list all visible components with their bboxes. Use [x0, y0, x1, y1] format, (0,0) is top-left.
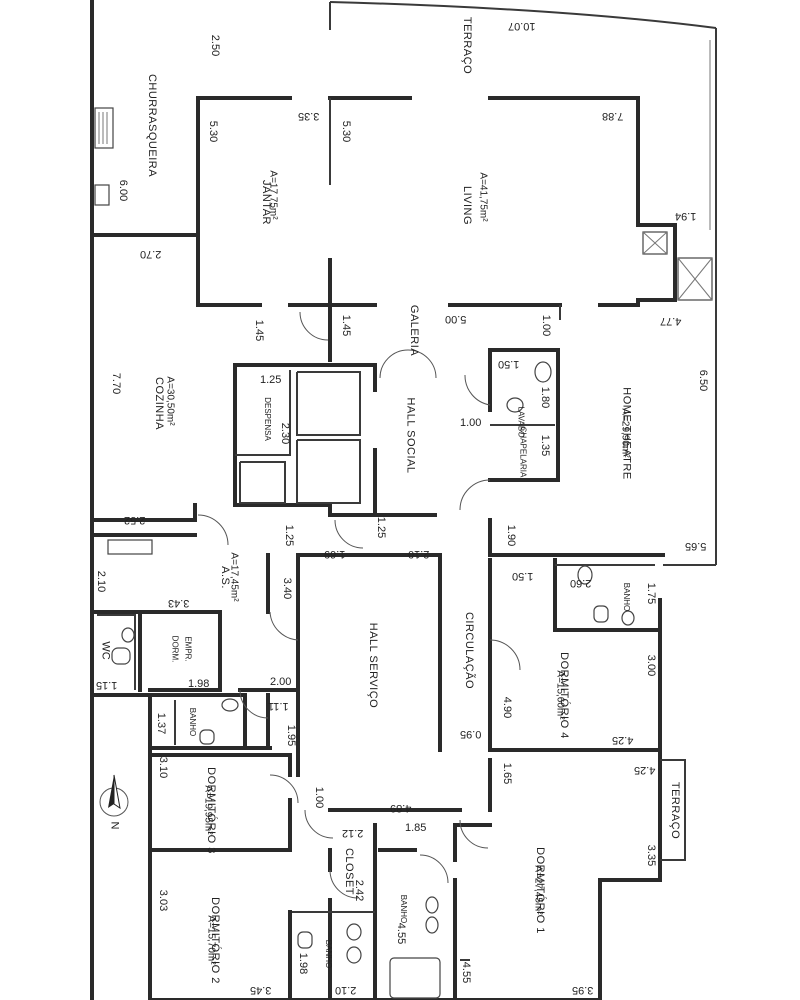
dim-145b: 1.45	[340, 314, 353, 337]
dim-395: 3.95	[572, 984, 594, 996]
doors	[197, 311, 521, 899]
dim-210c: 2.10	[335, 984, 357, 996]
dim-111: 1.11	[268, 700, 289, 712]
dim-1007: 10.07	[508, 20, 536, 32]
cozinha-area: A=30,50m²	[164, 376, 176, 426]
dim-650: 6.50	[697, 369, 710, 392]
dim-565: 5.65	[685, 540, 707, 552]
dim-194: 1.94	[675, 210, 697, 222]
dim-125b: 1.25	[283, 524, 296, 547]
dim-169: 1.69	[324, 548, 346, 560]
churrasqueira-label: CHURRASQUEIRA	[146, 73, 159, 178]
dim-242: 2.42	[353, 879, 366, 902]
dim-340: 3.40	[281, 577, 294, 600]
chapelaria-label: CHAPELARIA	[518, 426, 528, 478]
dim-600: 6.00	[117, 179, 130, 202]
dim-212: 2.12	[342, 827, 364, 839]
banho-suite-label: BANHO	[399, 894, 409, 924]
as-area: A=17,45m²	[228, 552, 240, 602]
dim-198a: 1.98	[188, 678, 210, 690]
dormitorio3-area: A=19,95m²	[202, 785, 214, 835]
dim-530b: 5.30	[340, 120, 353, 143]
despensa-label: DESPENSA	[262, 397, 272, 441]
dim-455b: 4.55	[460, 961, 473, 984]
grill-fixture	[94, 107, 114, 149]
wc-label: WC	[99, 641, 112, 660]
hall-servico-label: HALL SERVIÇO	[367, 622, 380, 709]
dim-270: 2.70	[140, 248, 162, 260]
dim-303: 3.03	[157, 889, 170, 912]
hall-social-label: HALL SOCIAL	[404, 397, 417, 474]
dim-770: 7.70	[110, 372, 123, 395]
dim-335: 3.35	[298, 110, 320, 122]
north-label: N	[108, 821, 121, 830]
terraco-right-label: TERRAÇO	[669, 781, 682, 840]
dormitorio1-area: A=27,45m²	[532, 865, 544, 915]
dim-310: 3.10	[157, 756, 170, 779]
dim-125c: 1.25	[375, 516, 388, 539]
dim-150b: 1.50	[512, 570, 534, 582]
dim-165: 1.65	[501, 762, 514, 785]
dim-210b: 2.10	[95, 570, 108, 593]
dim-425b: 4.25	[634, 764, 656, 776]
dorm-empr-label: DORM.	[170, 635, 180, 663]
dim-100a: 1.00	[540, 314, 553, 337]
dim-230: 2.30	[279, 422, 292, 445]
dorm-empr-label-2: EMPR.	[183, 636, 193, 662]
dim-175: 1.75	[645, 582, 658, 605]
dim-500: 5.00	[445, 313, 467, 325]
circulacao-label: CIRCULAÇÃO	[463, 611, 476, 690]
dim-788: 7.88	[602, 110, 624, 122]
dim-200: 2.00	[270, 676, 292, 688]
dim-095: 0.95	[460, 728, 482, 740]
dim-300: 3.00	[645, 654, 658, 677]
banho-empr-label: BANHO	[188, 707, 198, 737]
dim-210a: 2.10	[408, 548, 430, 560]
dim-100c: 1.00	[313, 786, 326, 809]
dormitorio2-area: A=15,70m²	[205, 915, 217, 965]
interior-walls	[90, 96, 713, 1000]
home-theatre-area: A=29,90m²	[619, 408, 631, 458]
jantar-area: A=17,75m²	[267, 170, 279, 220]
dim-343: 3.43	[168, 597, 190, 609]
dim-252: 2.52	[124, 514, 146, 526]
living-area: A=41,75m²	[477, 172, 489, 222]
dim-198b: 1.98	[297, 952, 310, 975]
dormitorio4-area: A=15,60m²	[554, 670, 566, 720]
living-label: LIVING	[461, 185, 474, 226]
dim-250: 2.50	[209, 34, 222, 57]
dim-260: 2.60	[570, 577, 592, 589]
dim-195: 1.95	[285, 724, 298, 747]
dim-455a: 4.55	[395, 922, 408, 945]
dim-145a: 1.45	[253, 319, 266, 342]
dim-135: 1.35	[539, 434, 552, 457]
dim-345: 3.45	[250, 984, 272, 996]
dim-490: 4.90	[501, 696, 514, 719]
dim-150a: 1.50	[498, 358, 520, 370]
dim-425a: 4.25	[612, 734, 634, 746]
north-arrow	[99, 774, 129, 817]
dim-530a: 5.30	[207, 120, 220, 143]
dim-489: 4.89	[390, 802, 412, 814]
dim-137: 1.37	[155, 712, 168, 735]
dim-477: 4.77	[660, 315, 682, 327]
terraco-top-label: TERRAÇO	[461, 16, 474, 75]
dim-115: 1.15	[96, 679, 118, 691]
dim-190: 1.90	[505, 524, 518, 547]
dim-180: 1.80	[539, 386, 552, 409]
dim-100b: 1.00	[460, 417, 482, 429]
dim-185: 1.85	[405, 822, 427, 834]
banho-d2-label: BANHO	[324, 939, 334, 969]
dim-125a: 1.25	[260, 374, 282, 386]
cozinha-label: COZINHA	[153, 377, 165, 430]
dim-335b: 3.35	[645, 844, 658, 867]
banho-d4-label: BANHO	[622, 582, 632, 612]
galeria-label: GALERIA	[408, 304, 421, 357]
